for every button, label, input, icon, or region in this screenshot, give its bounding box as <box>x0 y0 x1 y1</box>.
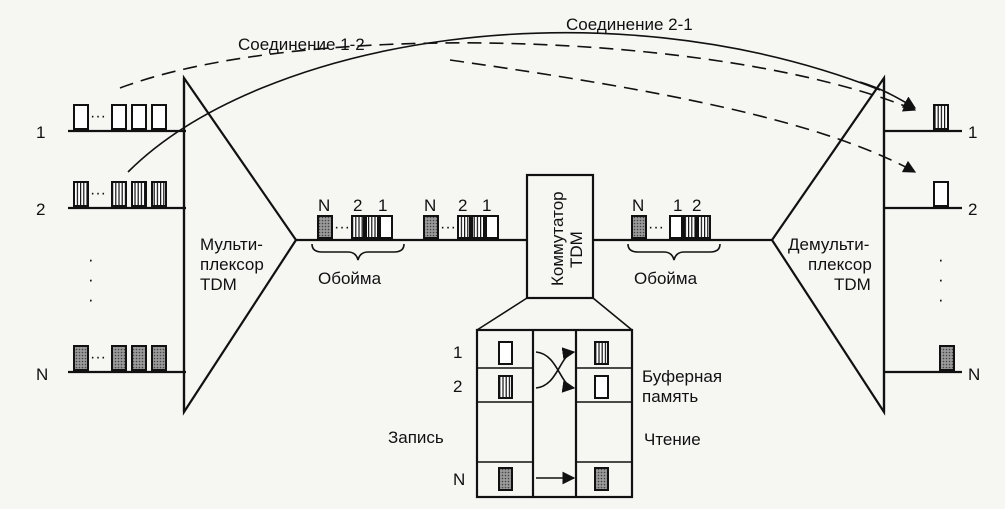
demux-label-2: плексор <box>808 255 872 274</box>
svg-text:2: 2 <box>692 196 701 215</box>
buffer-label-2: память <box>642 387 698 406</box>
buffer-row-2: 2 <box>453 377 462 396</box>
svg-text:1: 1 <box>482 196 491 215</box>
switch-label-1: Коммутатор <box>548 191 567 286</box>
svg-text:···: ··· <box>648 219 664 236</box>
connection-2-1-label: Соединение 2-1 <box>566 15 693 34</box>
connection-1-2-curve <box>119 42 917 112</box>
frame-b: N 2 1 ··· <box>423 196 499 239</box>
buffer-label-1: Буферная <box>642 367 722 386</box>
svg-text:·: · <box>938 250 944 269</box>
svg-text:···: ··· <box>90 349 106 366</box>
output-ellipsis: · · · <box>938 250 944 309</box>
connection-1-2-label: Соединение 1-2 <box>238 35 365 54</box>
demux-label-1: Демульти- <box>788 235 869 254</box>
input-label-1: 1 <box>36 123 45 142</box>
svg-text:···: ··· <box>440 219 456 236</box>
svg-text:·: · <box>88 270 94 289</box>
output-label-2: 2 <box>968 200 977 219</box>
output-n-cell <box>939 345 955 371</box>
buffer-row-n: N <box>453 470 465 489</box>
frame-label-left: Обойма <box>318 269 382 288</box>
mux-label-3: TDM <box>200 275 237 294</box>
svg-text:N: N <box>318 196 330 215</box>
connection-curves <box>119 32 917 173</box>
output-label-1: 1 <box>968 123 977 142</box>
output-1-cell <box>933 104 949 130</box>
svg-text:2: 2 <box>458 196 467 215</box>
input-label-n: N <box>36 365 48 384</box>
input-n-cells: ··· <box>73 345 167 371</box>
buffer-read-label: Чтение <box>644 430 701 449</box>
svg-text:·: · <box>938 290 944 309</box>
output-2-cell <box>933 181 949 207</box>
svg-text:···: ··· <box>334 219 350 236</box>
frame-brace-right <box>627 243 721 261</box>
svg-text:2: 2 <box>353 196 362 215</box>
svg-text:1: 1 <box>378 196 387 215</box>
svg-text:1: 1 <box>673 196 682 215</box>
frame-c: N 1 2 ··· <box>631 196 711 239</box>
input-lines <box>68 129 186 374</box>
input-ellipsis: · · · <box>88 250 94 309</box>
svg-text:N: N <box>632 196 644 215</box>
buffer-row-1: 1 <box>453 343 462 362</box>
buffer-memory <box>475 328 634 499</box>
svg-text:N: N <box>424 196 436 215</box>
svg-text:·: · <box>88 290 94 309</box>
frame-brace-left <box>311 243 405 261</box>
frame-label-right: Обойма <box>634 269 698 288</box>
svg-text:·: · <box>938 270 944 289</box>
svg-text:···: ··· <box>90 185 106 202</box>
svg-text:·: · <box>88 250 94 269</box>
mux-label-2: плексор <box>200 255 264 274</box>
output-label-n: N <box>968 365 980 384</box>
input-label-2: 2 <box>36 200 45 219</box>
input-2-cells: ··· <box>73 181 167 207</box>
input-1-cells: ··· <box>73 104 167 130</box>
tdm-switch-box <box>525 173 595 300</box>
frame-a: N 2 1 ··· <box>317 196 393 239</box>
svg-text:···: ··· <box>90 108 106 125</box>
mux-label-1: Мульти- <box>200 235 263 254</box>
connection-2-1-curve <box>127 32 881 173</box>
connection-2-1-arrowhead <box>859 81 917 109</box>
demux-label-3: TDM <box>834 275 871 294</box>
switch-label-2: TDM <box>567 231 586 268</box>
buffer-write-label: Запись <box>388 428 444 447</box>
output-lines <box>884 129 962 374</box>
